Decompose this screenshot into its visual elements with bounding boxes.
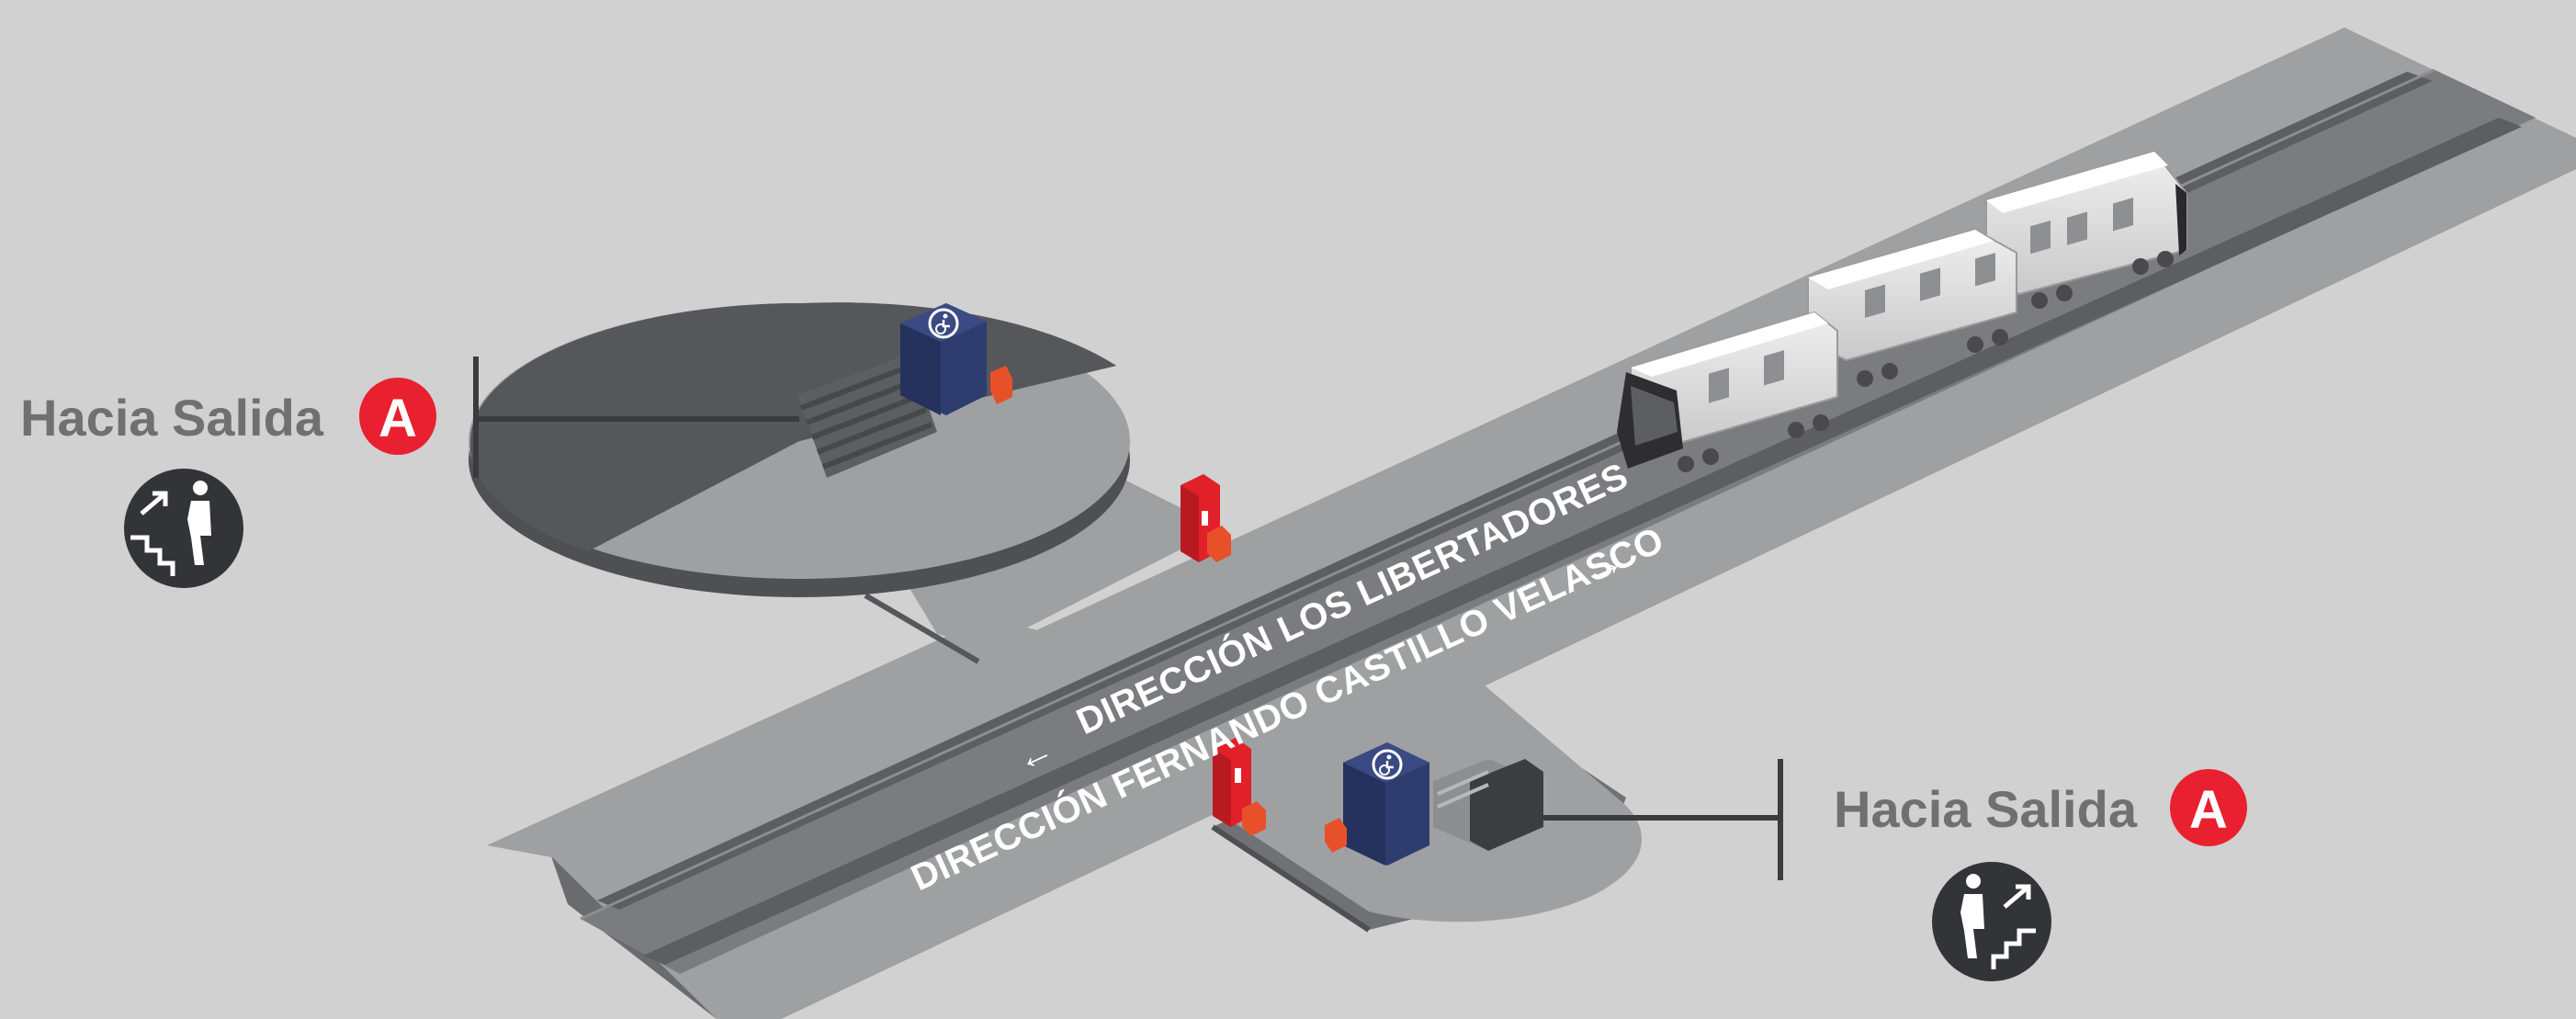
exit-badge: A [2170,769,2247,846]
exit-label: Hacia Salida [20,389,324,447]
exit-badge-letter: A [378,389,417,448]
exit-label: Hacia Salida [1834,780,2138,838]
wheelchair-icon [928,308,959,339]
fire-extinguisher-icon [1213,738,1266,836]
exit-badge: A [359,378,436,455]
track-slab [549,28,2576,1019]
exit-badge-letter: A [2189,780,2228,840]
fire-extinguisher-icon [1181,474,1231,562]
stairs-up-person-icon [1932,862,2051,981]
exit-marker-right: Hacia Salida A [1543,759,2247,981]
lower-platform [1211,685,1643,933]
stairs-icon [1433,759,1543,851]
train-icon [1617,150,2187,472]
wheelchair-icon [1372,749,1403,780]
upper-platform [469,302,1231,867]
exit-marker-left: Hacia Salida A [20,357,799,588]
stairs-up-person-icon [124,469,243,588]
elevator-icon [900,303,1012,415]
elevator-icon [1325,742,1429,866]
